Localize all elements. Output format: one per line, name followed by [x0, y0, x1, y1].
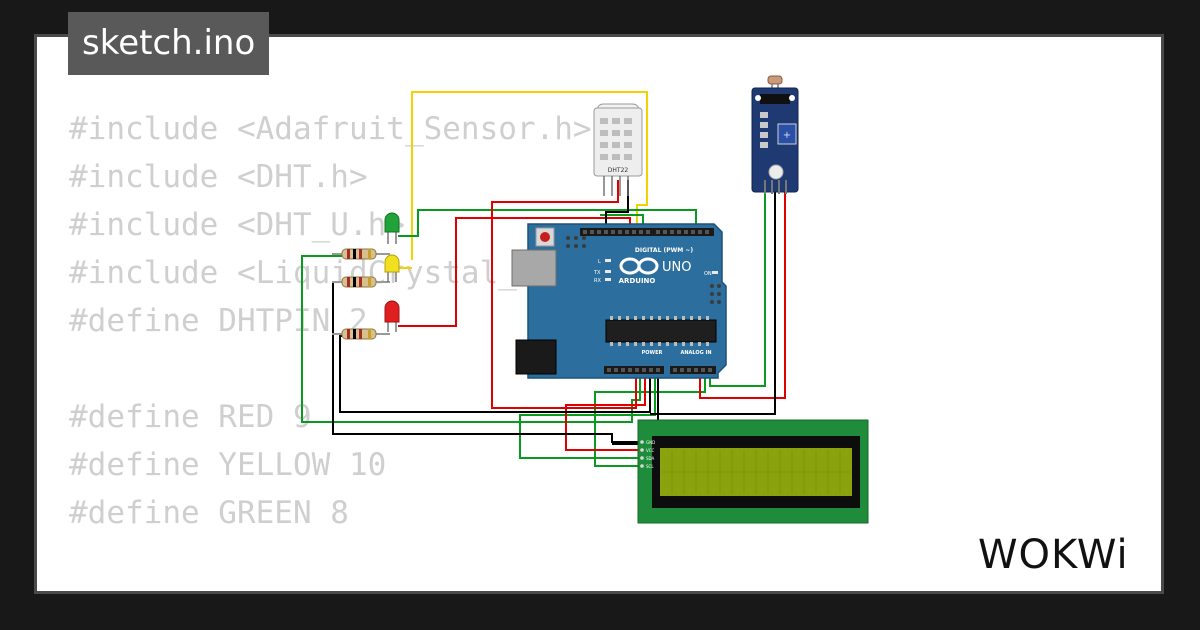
file-tab[interactable]: sketch.ino [68, 12, 270, 75]
power-jack [515, 339, 557, 375]
code-line: #include <DHT.h> [69, 159, 368, 195]
analog-header [670, 366, 716, 374]
code-line: #define RED 9 [69, 399, 312, 435]
lcd-pin-vcc: VCC [646, 448, 655, 453]
atmega-chip [605, 319, 717, 343]
power-header [604, 366, 664, 374]
board-name: UNO [662, 260, 691, 275]
icsp-header [566, 236, 586, 248]
code-line: #define DHTPIN 2 [69, 303, 368, 339]
resistors [332, 248, 390, 340]
wire-green [709, 192, 766, 387]
wire-green [301, 255, 641, 423]
arduino-infinity-logo [619, 257, 659, 275]
digital-label: DIGITAL (PWM ~) [635, 247, 693, 254]
wire-red [398, 217, 631, 327]
lcd-pin-sda: SDA [646, 456, 655, 461]
resistor [332, 328, 390, 340]
lcd-pin-scl: SCL [646, 464, 654, 469]
code-line: #define YELLOW 10 [69, 447, 387, 483]
board-brand: ARDUINO [619, 277, 656, 285]
led-green[interactable] [384, 212, 400, 244]
dht22-sensor[interactable]: DHT22 [593, 103, 643, 196]
rx-led-label: RX [594, 278, 601, 284]
wire-green [594, 375, 706, 467]
led-yellow[interactable] [384, 254, 400, 282]
reset-button-cap[interactable] [540, 232, 550, 242]
wokwi-logo: WOKWi [978, 532, 1129, 578]
resistor [332, 276, 390, 288]
wire-red [565, 375, 646, 451]
resistor [332, 248, 390, 260]
digital-header-pins [583, 230, 709, 234]
on-led-label: ON [704, 271, 712, 277]
code-line: #include <Adafruit_Sensor.h> [69, 111, 592, 147]
tx-led-label: TX [593, 270, 601, 276]
l-led-label: L [598, 259, 601, 265]
svg-text:+: + [783, 130, 791, 141]
led-red[interactable] [384, 300, 400, 332]
wokwi-logo-text: WOKWi [978, 532, 1129, 578]
wire-red [699, 192, 786, 399]
code-line: #define GREEN 8 [69, 495, 349, 531]
photoresistor-module[interactable]: + [751, 75, 799, 194]
power-label: POWER [642, 350, 663, 356]
lcd-pin-gnd: GND [646, 440, 655, 445]
lcd-display[interactable]: GND VCC SDA SCL [637, 419, 869, 524]
wire-red [491, 180, 637, 409]
arduino-uno-board[interactable]: DIGITAL (PWM ~) L TX RX UNO ARDUINO ON P… [511, 223, 727, 379]
wire-green [398, 209, 697, 237]
code-line: #include <DHT_U.h> [69, 207, 405, 243]
code-background: #include <Adafruit_Sensor.h> #include <DH… [69, 105, 629, 591]
icsp-header-2 [710, 284, 721, 304]
analog-label: ANALOG IN [680, 350, 711, 356]
wire-green [519, 375, 656, 459]
wire-black [650, 192, 776, 415]
dht22-label: DHT22 [608, 167, 629, 174]
usb-port [511, 249, 557, 287]
